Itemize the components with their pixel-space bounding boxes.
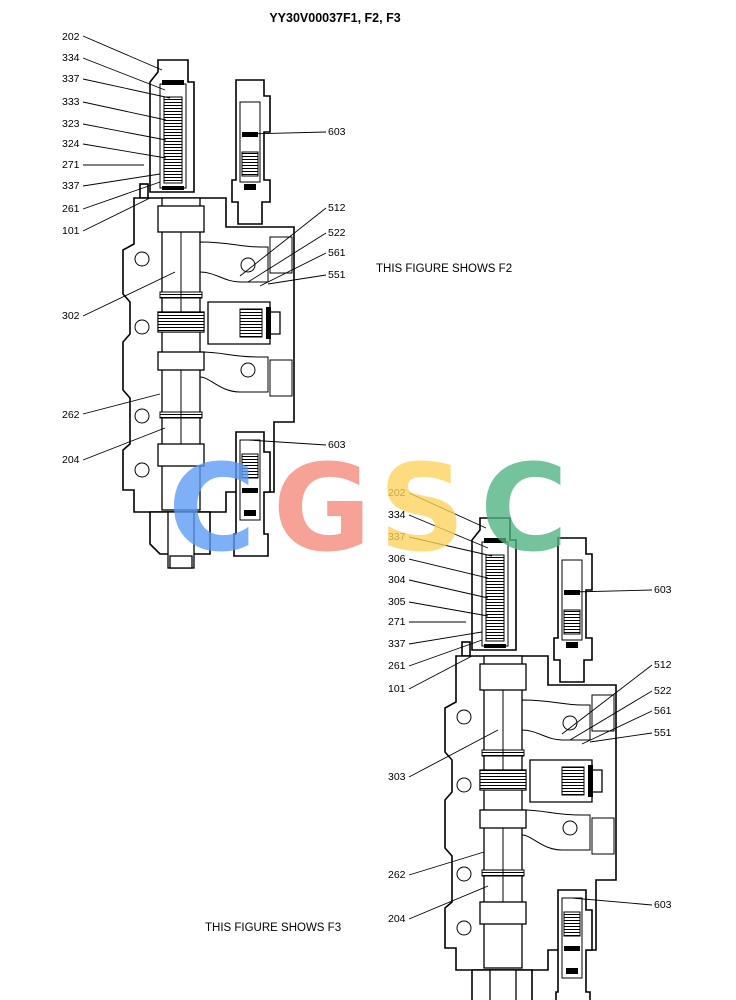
- f3-label: 303: [388, 771, 406, 783]
- f3-right-labels: 603 512 522 561 551 603: [561, 584, 672, 911]
- f2-label: 522: [328, 227, 346, 239]
- watermark-letter: C: [168, 440, 256, 579]
- diagram-title: YY30V00037F1, F2, F3: [269, 11, 400, 25]
- f2-label: 603: [328, 439, 346, 451]
- f2-label: 261: [62, 203, 80, 215]
- f3-label: 512: [654, 659, 672, 671]
- f3-label: 202: [388, 487, 406, 499]
- f2-label: 204: [62, 454, 80, 466]
- f2-label: 101: [62, 225, 80, 237]
- watermark-letter: C: [480, 440, 568, 579]
- f3-label: 101: [388, 683, 406, 695]
- f3-label: 271: [388, 616, 406, 628]
- f3-label: 561: [654, 705, 672, 717]
- f2-left-labels: 202 334 337 333 323 324 271 337 261 101 …: [62, 31, 176, 466]
- f3-label: 304: [388, 574, 406, 586]
- f3-label: 334: [388, 509, 406, 521]
- f3-caption: THIS FIGURE SHOWS F3: [205, 922, 341, 934]
- f2-label: 334: [62, 52, 80, 64]
- cgsc-watermark: C G S C: [168, 440, 568, 579]
- figure-f2: THIS FIGURE SHOWS F2 202 334 337 333 323…: [62, 31, 512, 569]
- f2-label: 271: [62, 159, 80, 171]
- f3-label: 305: [388, 596, 406, 608]
- f3-label: 262: [388, 869, 406, 881]
- f2-label: 337: [62, 180, 80, 192]
- f2-label: 561: [328, 247, 346, 259]
- f2-label: 262: [62, 409, 80, 421]
- f3-label: 337: [388, 638, 406, 650]
- f3-label: 261: [388, 660, 406, 672]
- f3-label: 603: [654, 584, 672, 596]
- f2-label: 551: [328, 269, 346, 281]
- f3-label: 337: [388, 531, 406, 543]
- figure-f3: THIS FIGURE SHOWS F3 202 334 337 306 304…: [205, 487, 672, 1000]
- watermark-letter: G: [273, 440, 372, 579]
- f2-label: 324: [62, 138, 80, 150]
- f3-label: 522: [654, 685, 672, 697]
- watermark-letter: S: [379, 440, 465, 579]
- f3-label: 306: [388, 553, 406, 565]
- f3-label: 204: [388, 913, 406, 925]
- f2-caption: THIS FIGURE SHOWS F2: [376, 263, 512, 275]
- f2-label: 323: [62, 118, 80, 130]
- f3-label: 603: [654, 899, 672, 911]
- f3-label: 551: [654, 727, 672, 739]
- f2-label: 512: [328, 202, 346, 214]
- f2-label: 603: [328, 126, 346, 138]
- f3-left-labels: 202 334 337 306 304 305 271 337 261 101 …: [388, 487, 499, 925]
- f2-label: 333: [62, 96, 80, 108]
- f2-right-labels: 603 512 522 561 551 603: [239, 126, 346, 451]
- f2-label: 302: [62, 310, 80, 322]
- f2-label: 202: [62, 31, 80, 43]
- f2-label: 337: [62, 73, 80, 85]
